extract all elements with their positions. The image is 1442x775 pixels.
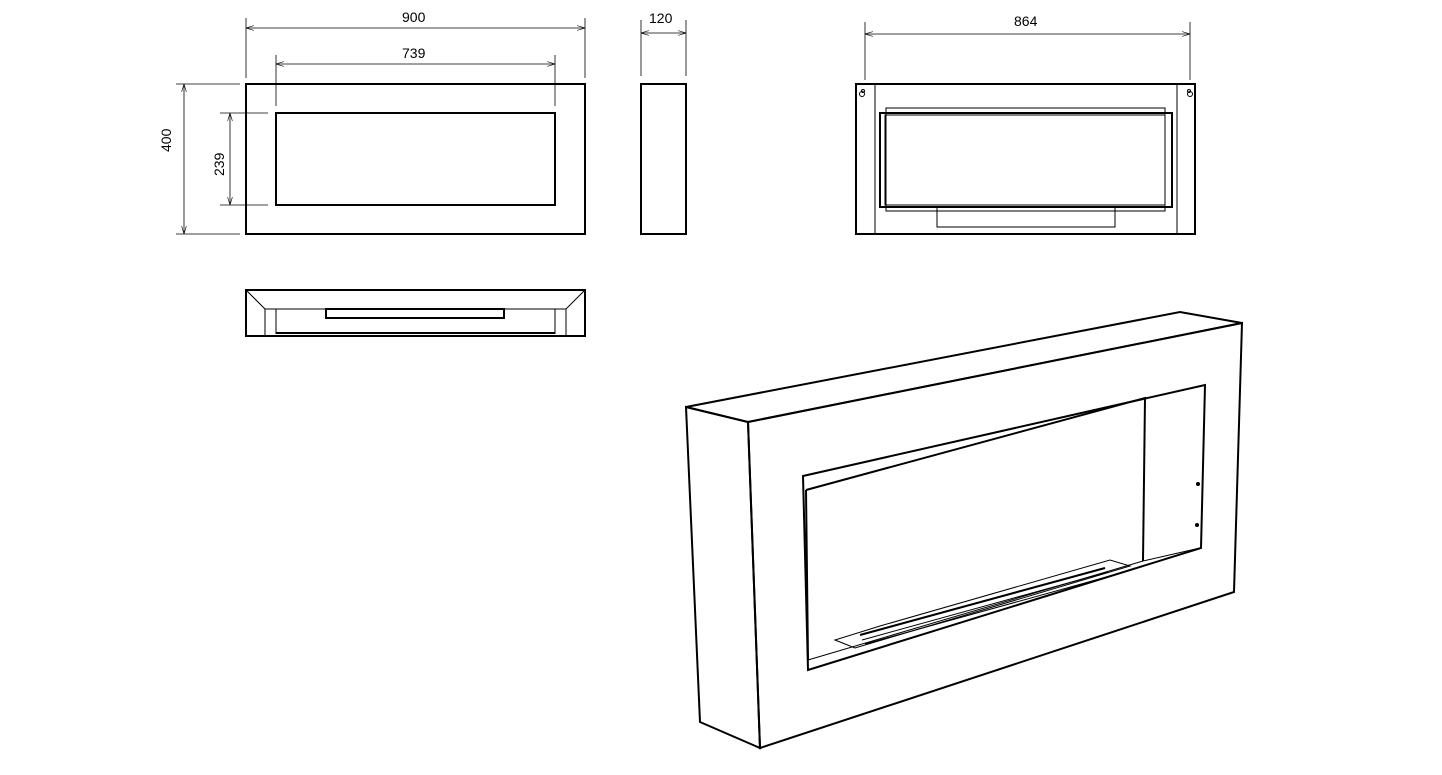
top-view [245,289,586,337]
isometric-view [684,310,1244,750]
dim-opening-width: 739 [402,45,426,61]
mount-hole-icon [859,89,865,97]
back-view [855,22,1196,235]
mount-hole-icon [1195,523,1199,527]
front-view [176,18,586,235]
mount-hole-icon [1196,482,1200,486]
mount-hole-icon [1187,89,1193,97]
dim-height: 400 [158,128,174,152]
dim-depth: 120 [649,10,673,26]
side-view [640,20,687,235]
dim-back-width: 864 [1014,13,1038,29]
dim-opening-height: 239 [211,152,227,176]
dim-front-width: 900 [402,9,426,25]
